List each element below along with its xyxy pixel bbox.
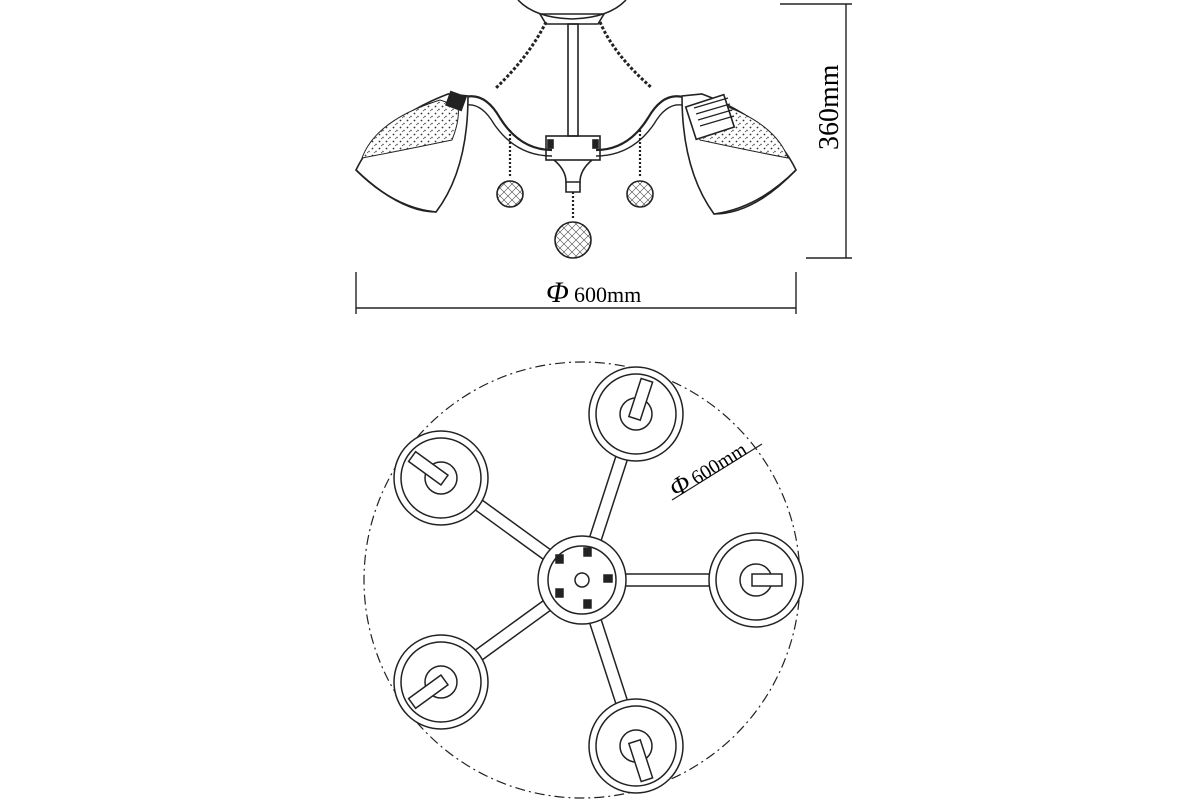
width-symbol: Φ xyxy=(546,276,569,309)
left-arm-inner xyxy=(461,104,553,157)
side-view xyxy=(355,0,797,259)
center-crystal-pendant xyxy=(554,192,592,259)
right-arm-inner xyxy=(595,104,687,157)
right-chain xyxy=(598,21,653,90)
top-view xyxy=(363,361,804,799)
top-diameter-label: Φ 600mm xyxy=(664,438,751,503)
left-crystal-pendant xyxy=(496,130,524,208)
left-lamp-shade xyxy=(355,90,469,213)
right-arm xyxy=(595,95,687,152)
left-arm xyxy=(461,95,553,152)
right-lamp-shade xyxy=(681,93,797,215)
diameter-leader-line xyxy=(671,443,763,501)
ceiling-canopy xyxy=(517,0,627,20)
width-dimension-line xyxy=(355,272,797,314)
left-chain xyxy=(494,21,548,90)
right-crystal-pendant xyxy=(626,130,654,208)
center-rod xyxy=(567,23,579,137)
top-diameter-value: 600mm xyxy=(687,438,751,489)
center-hub xyxy=(537,535,627,625)
central-body xyxy=(545,135,601,161)
height-dimension-line xyxy=(780,3,852,259)
width-value: 600mm xyxy=(574,282,641,307)
height-value: 360mm xyxy=(814,64,845,150)
